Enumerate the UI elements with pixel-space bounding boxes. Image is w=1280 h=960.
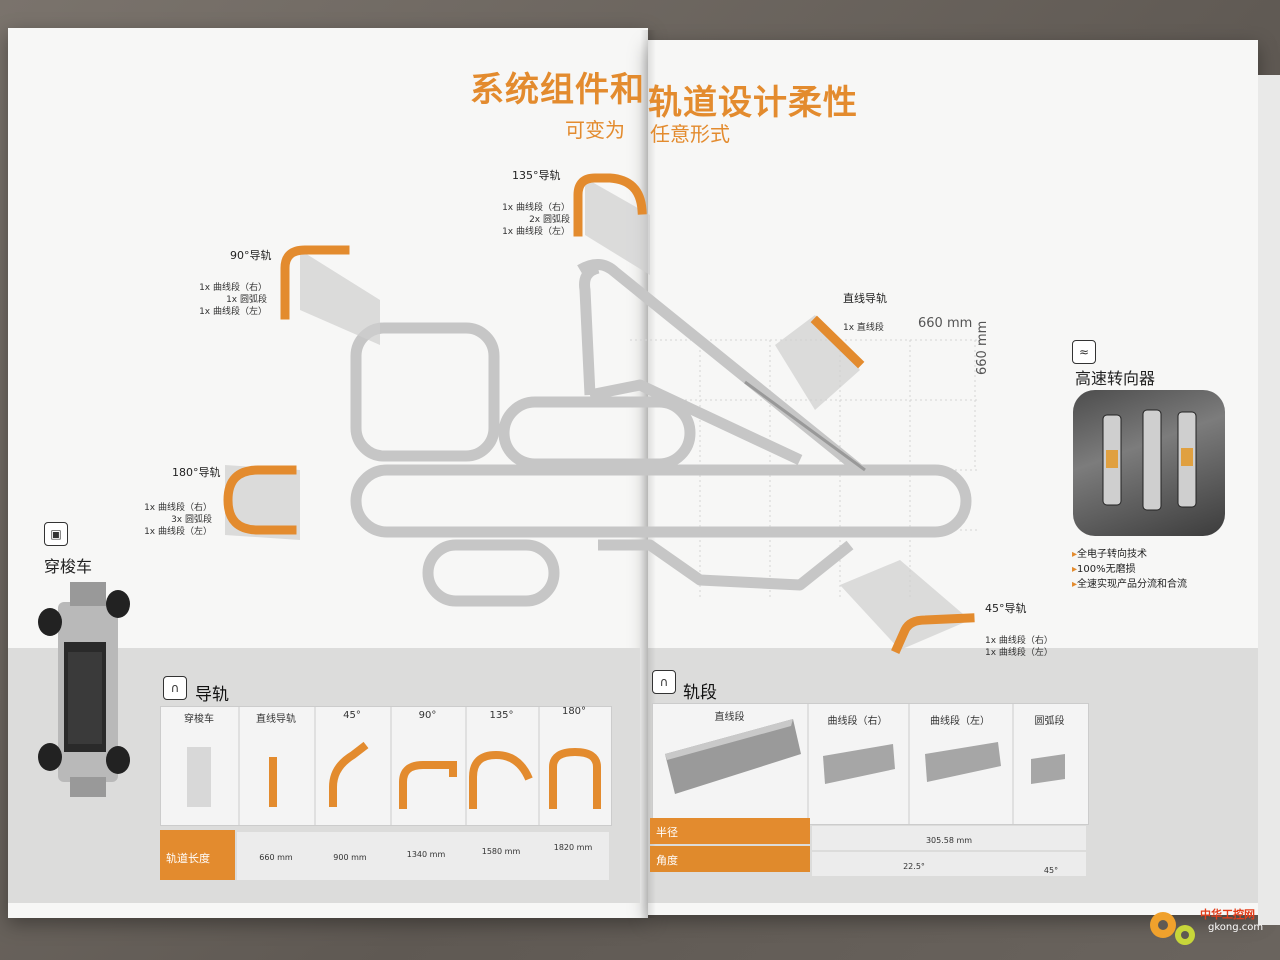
radius-label: 半径	[656, 826, 678, 839]
rail-col-shuttle: 穿梭车	[184, 714, 214, 725]
subtitle-right: 任意形式	[650, 122, 730, 146]
watermark-gear-icon	[1150, 912, 1195, 945]
diverter-photo	[1073, 390, 1225, 536]
guide-135-line-1: 1x 曲线段（右）	[502, 203, 570, 213]
length-label: 轨道长度	[166, 852, 210, 865]
rail-col-135: 135°	[489, 710, 514, 721]
rail-section-icon: ∩	[163, 676, 187, 700]
guide-135-line-2: 2x 圆弧段	[529, 215, 570, 225]
guide-straight-line-1: 1x 直线段	[843, 323, 884, 333]
radius-label-box	[650, 818, 810, 844]
watermark-url: gkong.com	[1208, 922, 1264, 933]
rail-col-straight: 直线导轨	[256, 714, 296, 725]
length-135: 1580 mm	[481, 847, 521, 856]
guide-135-line-3: 1x 曲线段（左）	[502, 227, 570, 237]
segment-col-curve-left: 曲线段（左）	[930, 716, 990, 727]
segment-table	[652, 703, 1089, 825]
length-45: 900 mm	[333, 853, 367, 862]
guide-90-line-3: 1x 曲线段（左）	[199, 307, 267, 317]
length-straight: 660 mm	[259, 853, 293, 862]
guide-180-desc: 1x 曲线段（右） 3x 圆弧段 1x 曲线段（左）	[142, 502, 212, 538]
diverter-bullet-3: 全速实现产品分流和合流	[1072, 575, 1187, 590]
segment-section-title: 轨段	[683, 683, 717, 703]
guide-180-line-2: 3x 圆弧段	[171, 515, 212, 525]
guide-180-line-3: 1x 曲线段（左）	[144, 527, 212, 537]
guide-90-line-2: 1x 圆弧段	[226, 295, 267, 305]
guide-45-desc: 1x 曲线段（右） 1x 曲线段（左）	[985, 635, 1053, 659]
subtitle-left: 可变为	[565, 118, 625, 142]
guide-45-line-1: 1x 曲线段（右）	[985, 636, 1053, 646]
diverter-icon: ≈	[1072, 340, 1096, 364]
guide-90-line-1: 1x 曲线段（右）	[199, 283, 267, 293]
diverter-bullet-2: 100%无磨损	[1072, 560, 1136, 575]
title-left: 系统组件和	[470, 70, 645, 110]
segment-col-curve-right: 曲线段（右）	[827, 716, 888, 727]
orange-guides	[223, 173, 975, 654]
rail-col-180: 180°	[561, 706, 587, 717]
radius-value: 305.58 mm	[925, 836, 973, 845]
angle-label-box	[650, 846, 810, 872]
title-right: 轨道设计柔性	[648, 83, 858, 123]
shuttle-graphic	[38, 582, 130, 797]
guide-180-line-1: 1x 曲线段（右）	[144, 503, 212, 513]
guide-90-desc: 1x 曲线段（右） 1x 圆弧段 1x 曲线段（左）	[195, 282, 267, 318]
shuttle-icon: ▣	[44, 522, 68, 546]
diverter-machine-graphic	[1102, 409, 1197, 511]
shuttle-label: 穿梭车	[44, 557, 93, 576]
angle-value-row	[812, 852, 1086, 876]
diverter-bullet-1: 全电子转向技术	[1072, 545, 1147, 560]
segment-col-arc: 圆弧段	[1034, 716, 1065, 727]
rail-col-45: 45°	[343, 710, 361, 721]
next-page-edge	[1258, 75, 1280, 925]
length-180: 1820 mm	[553, 843, 593, 852]
track-switch	[744, 380, 866, 472]
dimension-horizontal: 660 mm	[918, 316, 973, 331]
length-label-box	[160, 830, 235, 880]
track-loops	[350, 259, 972, 607]
rail-col-90: 90°	[418, 710, 437, 721]
guide-90-name: 90°导轨	[230, 249, 272, 262]
length-values-row	[237, 832, 609, 880]
guide-45-name: 45°导轨	[985, 602, 1027, 615]
length-90: 1340 mm	[406, 850, 446, 859]
rail-section-title: 导轨	[195, 685, 229, 705]
segment-section-icon: ∩	[652, 670, 676, 694]
watermark-name: 中华工控网	[1200, 908, 1255, 921]
guide-shadows	[225, 178, 970, 650]
guide-45-line-2: 1x 曲线段（左）	[985, 648, 1053, 658]
segment-col-straight: 直线段	[714, 712, 745, 723]
guide-135-name: 135°导轨	[512, 169, 561, 182]
segment-table-graphic	[665, 704, 1065, 824]
angle-value-2: 45°	[1043, 866, 1059, 875]
guide-135-desc: 1x 曲线段（右） 2x 圆弧段 1x 曲线段（左）	[500, 202, 570, 238]
guide-straight-desc: 1x 直线段	[843, 322, 884, 334]
guide-180-name: 180°导轨	[172, 466, 221, 479]
angle-label: 角度	[656, 854, 678, 867]
guide-straight-name: 直线导轨	[843, 292, 887, 305]
angle-value-1: 22.5°	[903, 862, 925, 871]
diverter-title: 高速转向器	[1075, 369, 1156, 388]
dimension-vertical: 660 mm	[975, 320, 990, 375]
rail-table-grid	[187, 707, 601, 825]
radius-value-row	[812, 826, 1086, 850]
rail-table	[160, 706, 612, 826]
